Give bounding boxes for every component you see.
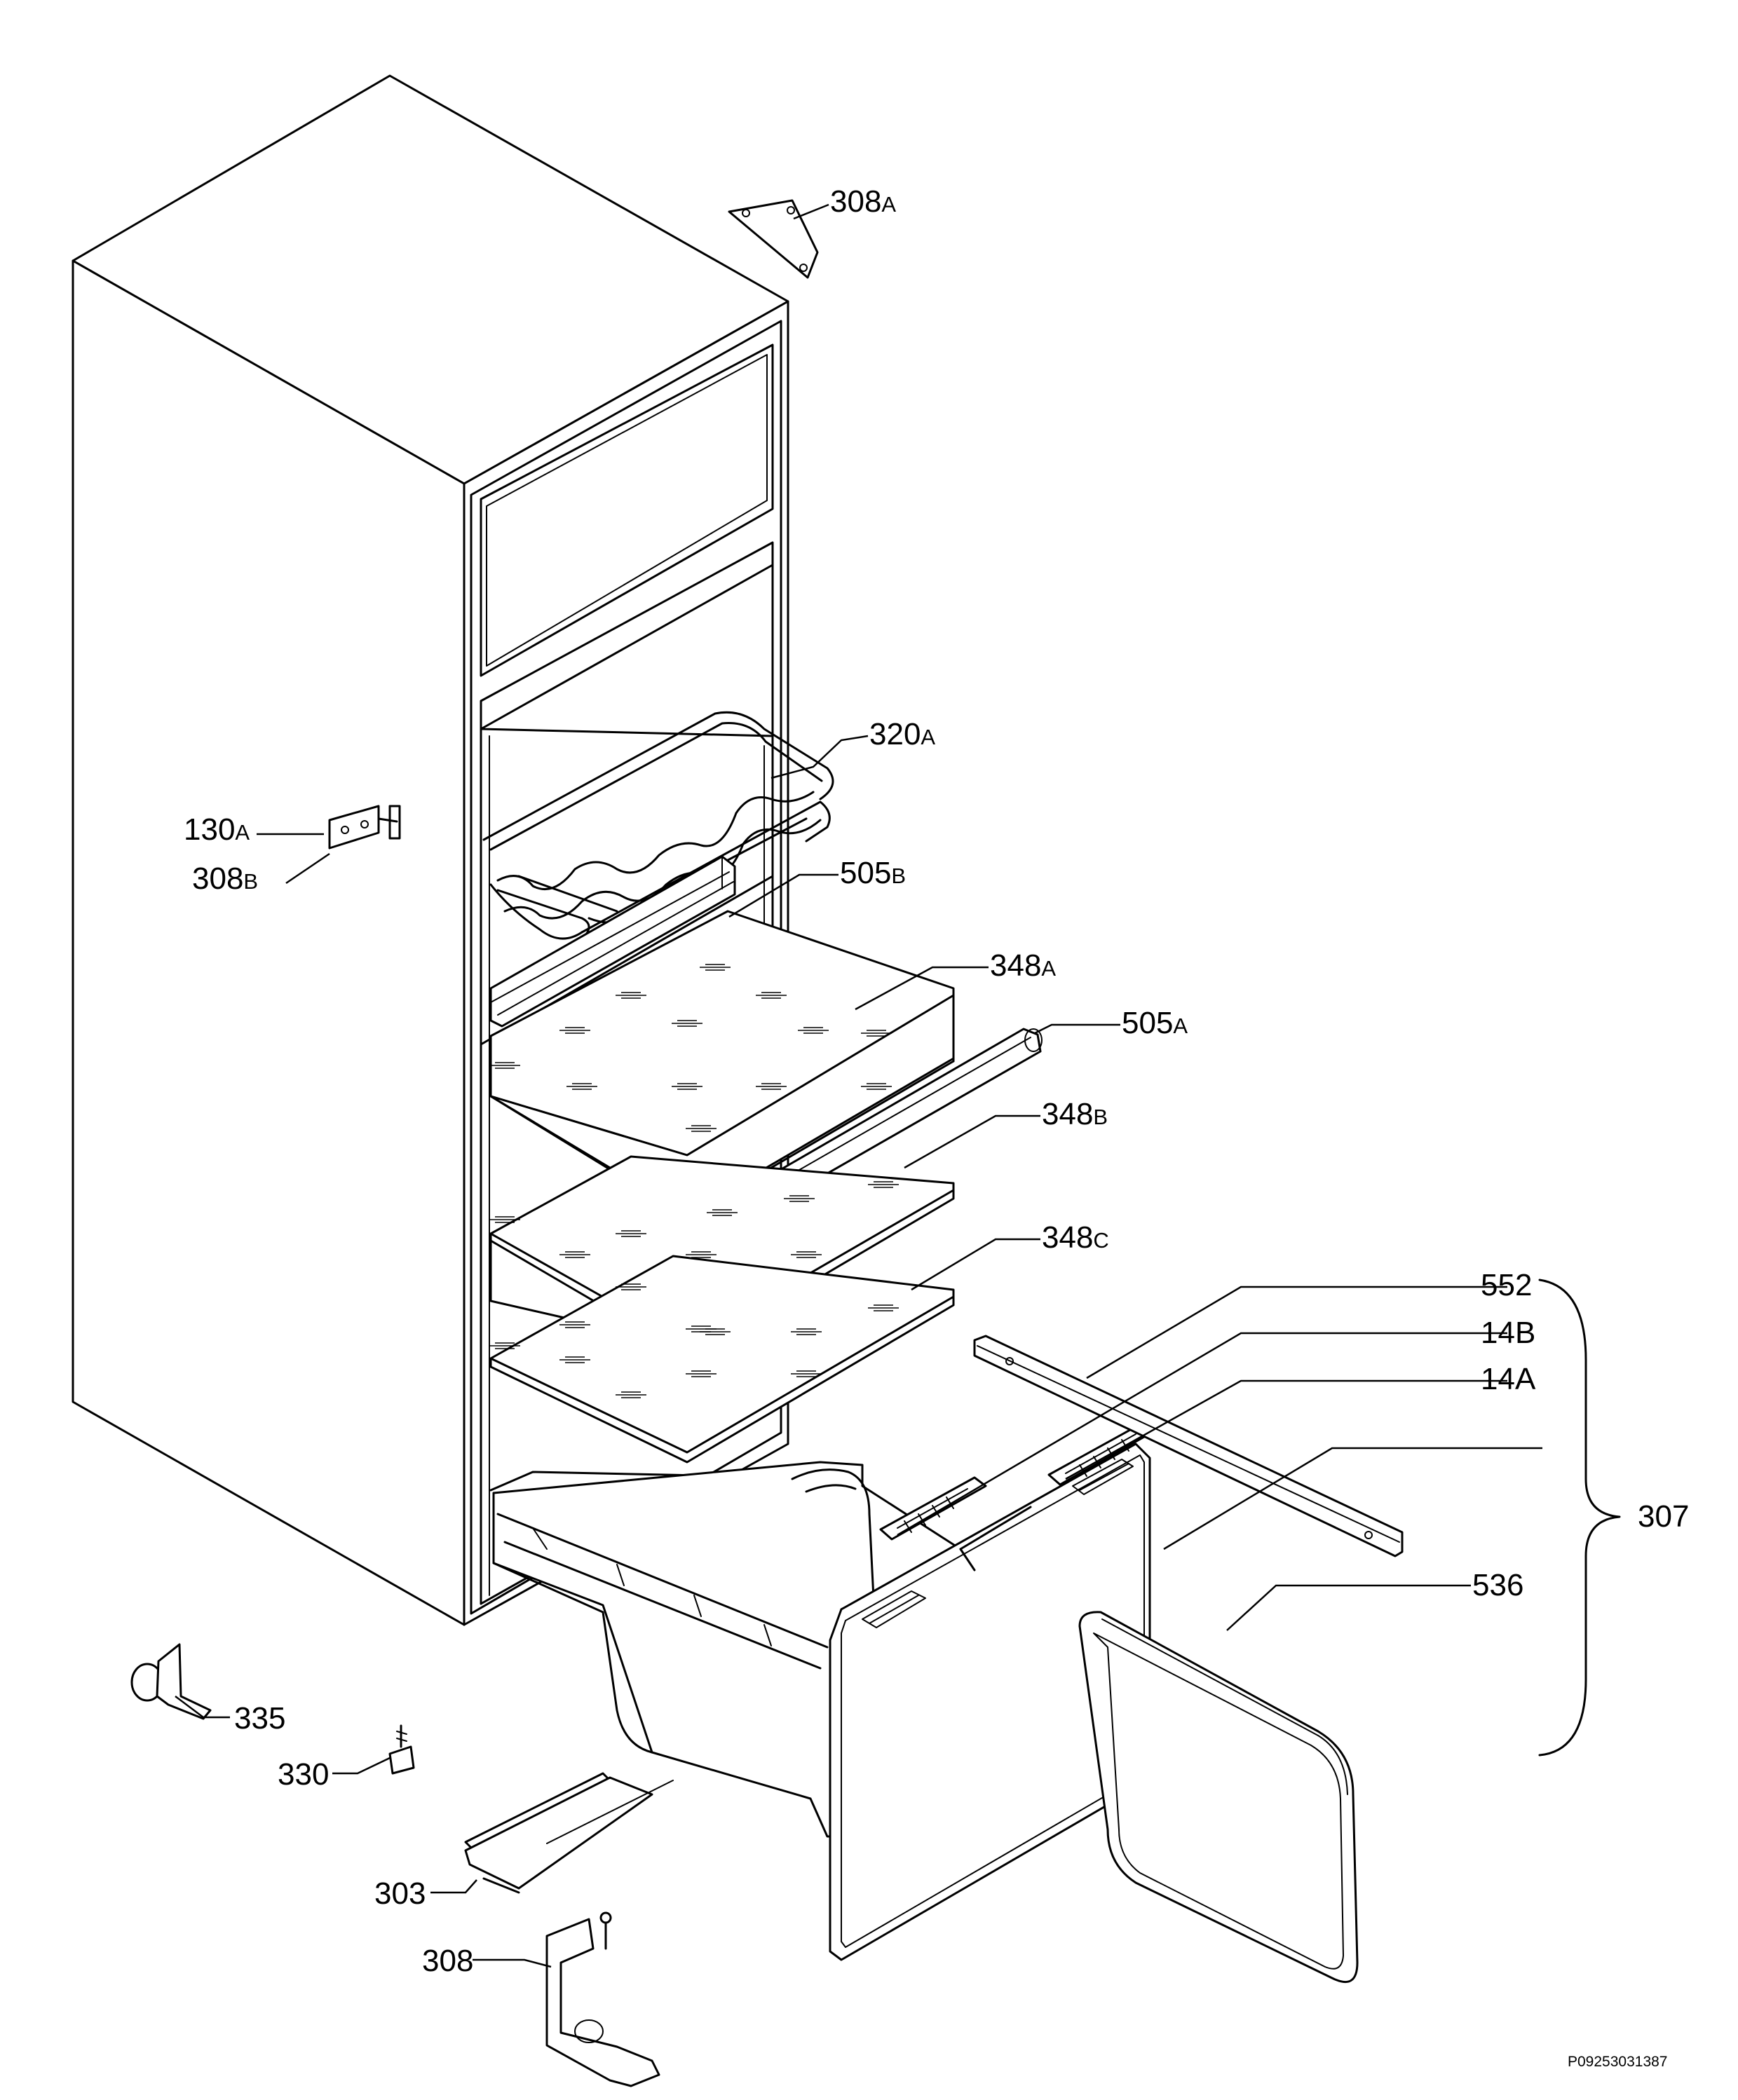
callout-335: 335	[234, 1701, 285, 1736]
svg-text:505A: 505A	[1122, 1006, 1188, 1040]
callout-505b: 505B	[840, 856, 906, 890]
crisper-drawer-307	[489, 1443, 1151, 1961]
callout-308: 308	[422, 1944, 473, 1978]
svg-text:348B: 348B	[1042, 1097, 1108, 1131]
glass-shelf-348c	[489, 1255, 955, 1464]
group-brace-307	[1538, 1279, 1621, 1757]
callout-348b: 348B	[1042, 1097, 1108, 1131]
svg-text:536: 536	[1472, 1568, 1523, 1602]
svg-text:308: 308	[422, 1944, 473, 1978]
svg-text:335: 335	[234, 1701, 285, 1736]
callout-308a: 308A	[830, 184, 896, 219]
top-hinge-plate-308a	[728, 199, 819, 279]
callout-348a: 348A	[990, 948, 1056, 983]
callout-14b: 14B	[1481, 1316, 1535, 1350]
svg-text:330: 330	[278, 1757, 329, 1792]
leader-lines	[175, 203, 1542, 1968]
svg-text:505B: 505B	[840, 856, 906, 890]
svg-text:308B: 308B	[192, 861, 258, 896]
callout-552: 552	[1481, 1268, 1532, 1302]
drawer-lid-536	[1078, 1611, 1359, 1984]
bottom-hinge-308	[545, 1911, 660, 2087]
svg-text:552: 552	[1481, 1268, 1532, 1302]
drawer-rail-552	[973, 1335, 1404, 1557]
callout-14a: 14A	[1481, 1362, 1536, 1396]
svg-text:348C: 348C	[1042, 1220, 1109, 1255]
callout-330: 330	[278, 1757, 329, 1792]
kick-plate-303	[464, 1772, 674, 1894]
svg-text:303: 303	[374, 1876, 426, 1911]
callout-320a: 320A	[869, 717, 935, 751]
shelf-rail-505b	[489, 855, 736, 1028]
svg-text:14B: 14B	[1481, 1316, 1535, 1350]
screw-330	[388, 1724, 415, 1775]
callout-303: 303	[374, 1876, 426, 1911]
callout-307: 307	[1638, 1499, 1689, 1534]
callout-308b: 308B	[192, 861, 258, 896]
callout-348c: 348C	[1042, 1220, 1109, 1255]
callout-536: 536	[1472, 1568, 1523, 1602]
hinge-130a	[328, 805, 401, 850]
svg-text:308A: 308A	[830, 184, 896, 219]
callout-130a: 130A	[184, 812, 250, 847]
callout-505a: 505A	[1122, 1006, 1188, 1040]
svg-text:130A: 130A	[184, 812, 250, 847]
svg-text:348A: 348A	[990, 948, 1056, 983]
document-id: P09253031387	[1568, 2054, 1667, 2070]
svg-text:307: 307	[1638, 1499, 1689, 1534]
svg-text:320A: 320A	[869, 717, 935, 751]
svg-text:14A: 14A	[1481, 1362, 1536, 1396]
foot-bracket-335	[130, 1643, 212, 1720]
